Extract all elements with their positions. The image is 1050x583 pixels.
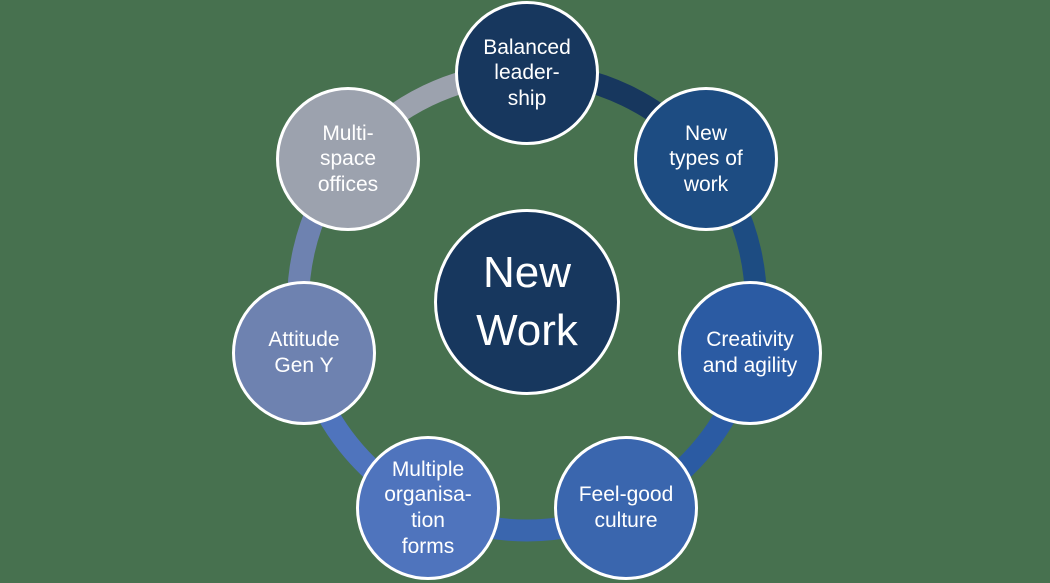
node-new-types-of-work: New types of work	[634, 87, 778, 231]
node-label: Creativity and agility	[702, 328, 798, 377]
node-label: Attitude Gen Y	[268, 328, 340, 377]
node-label: Multiple organisa- tion forms	[384, 457, 472, 558]
node-multiple-organisation-forms: Multiple organisa- tion forms	[356, 436, 500, 580]
node-feel-good-culture: Feel-good culture	[554, 436, 698, 580]
node-creativity-and-agility: Creativity and agility	[678, 281, 822, 425]
node-label: Multi- space offices	[317, 121, 379, 196]
node-balanced-leadership: Balanced leader- ship	[455, 1, 599, 145]
node-label: Feel-good culture	[578, 483, 674, 532]
node-label: New types of work	[669, 121, 743, 196]
node-attitude-gen-y: Attitude Gen Y	[232, 281, 376, 425]
node-label: Balanced leader- ship	[483, 35, 571, 110]
center-node-label: New Work	[476, 247, 578, 355]
center-node-new-work: New Work	[434, 209, 620, 395]
node-multi-space-offices: Multi- space offices	[276, 87, 420, 231]
